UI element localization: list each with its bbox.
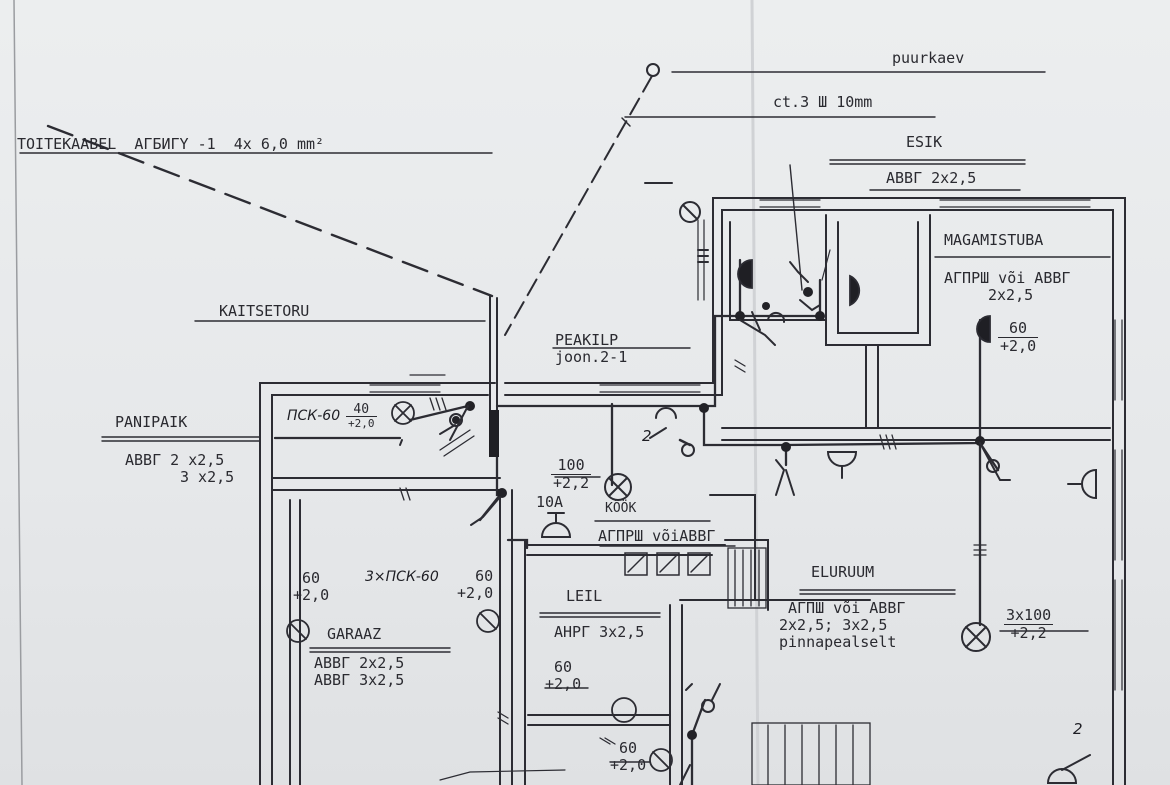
label-leil: LEIL <box>566 587 603 605</box>
fixture-height: +2,2 <box>1010 624 1047 642</box>
fixture-height: +2,0 <box>545 675 582 693</box>
wiring <box>273 258 1000 785</box>
fixture-panipaik: 40 +2,0 <box>346 403 377 430</box>
junction-points <box>452 287 985 740</box>
label-magamistuba: MAGAMISTUBA <box>944 231 1044 249</box>
radiator-kitchen <box>727 547 767 609</box>
fixture-leil: 60 +2,0 <box>543 659 583 693</box>
label-garaaz-lamps: 3×ПСК-60 <box>365 569 439 585</box>
label-garaaz-cable-2: АВВГ 3x2,5 <box>314 671 405 689</box>
label-pck: ПСК-60 <box>287 408 341 424</box>
wiring-ticks <box>399 359 987 745</box>
label-supply-cable: TOITEKAABEL AГБИГY -1 4x 6,0 mm² <box>17 135 325 153</box>
fixture-garaaz-b: 60 +2,0 <box>455 568 495 602</box>
fixture-eluruum: 3x100 +2,2 <box>1004 606 1054 642</box>
label-garaaz: GARAAZ <box>327 625 382 643</box>
fixture-height: +2,0 <box>457 584 494 602</box>
fixture-watt: 60 <box>619 739 638 757</box>
sauna-stove <box>624 552 711 576</box>
label-panipaik-cable: АВВГ 2 x2,5 <box>125 451 225 469</box>
label-kook-cable: AГПРШ võiАВВГ <box>598 527 716 545</box>
label-puurkaev: puurkaev <box>892 49 965 67</box>
well-symbol <box>646 63 660 77</box>
fixture-height: +2,0 <box>293 586 330 604</box>
label-cable-spec: ct.3 Ш 10mm <box>773 93 873 111</box>
label-eluruum: ELURUUM <box>811 563 875 581</box>
label-eluruum-cable: AГПШ või АВВГ <box>788 599 906 617</box>
label-switch-2: 2 <box>642 427 652 445</box>
fixture-watt: 100 <box>551 457 592 475</box>
label-peakilp: PEAKILP <box>555 331 619 349</box>
fixture-watt: 60 <box>475 567 494 585</box>
label-magamistuba-cable-size: 2x2,5 <box>988 286 1034 304</box>
label-eluruum-cable-size: 2x2,5; 3x2,5 <box>779 616 888 634</box>
ceiling-lamps <box>286 259 991 772</box>
fixture-kook: 100 +2,2 <box>551 457 592 492</box>
fixture-magamistuba: 60 +2,0 <box>998 320 1039 355</box>
luminaires <box>604 473 991 652</box>
fixture-watt: 60 <box>554 658 573 676</box>
label-panipaik-cable-size: 3 x2,5 <box>180 468 235 486</box>
label-kaitsetoru: KAITSETORU <box>219 302 310 320</box>
sockets-switches <box>439 201 1097 785</box>
label-eluruum-cable-method: pinnapealselt <box>779 633 897 651</box>
supply-cable <box>46 124 494 298</box>
label-panipaik: PANIPAIK <box>115 413 188 431</box>
main-switchboard <box>489 410 499 457</box>
page-edge <box>13 0 23 785</box>
label-peakilp-ref: joon.2-1 <box>555 348 628 366</box>
label-garaaz-cable: АВВГ 2x2,5 <box>314 654 405 672</box>
fixture-garaaz-a: 60 +2,0 <box>291 570 331 604</box>
label-kook: KÖÖK <box>605 501 637 516</box>
fixture-height: +2,2 <box>553 474 590 492</box>
fixture-watt: 3x100 <box>1004 606 1054 625</box>
radiator-living <box>751 722 871 785</box>
fixture-watt: 40 <box>346 403 377 417</box>
page-fold <box>750 0 760 785</box>
label-leil-cable: АНРГ 3x2,5 <box>554 623 645 641</box>
label-esik-cable: АВВГ 2x2,5 <box>886 169 977 187</box>
label-switch-2b: 2 <box>1073 720 1083 738</box>
fixture-height: +2,0 <box>1000 337 1037 355</box>
fixture-bottom: 60 +2,0 <box>608 740 648 774</box>
well-cable <box>504 75 653 336</box>
label-10a: 10A <box>536 493 564 511</box>
label-magamistuba-cable: AГПРШ või АВВГ <box>944 269 1071 287</box>
label-esik: ESIK <box>906 133 943 151</box>
fixture-height: +2,0 <box>610 756 647 774</box>
windows <box>369 199 1123 691</box>
fixture-watt: 60 <box>998 320 1039 338</box>
fixture-watt: 60 <box>302 569 321 587</box>
fixture-height: +2,0 <box>348 417 375 430</box>
